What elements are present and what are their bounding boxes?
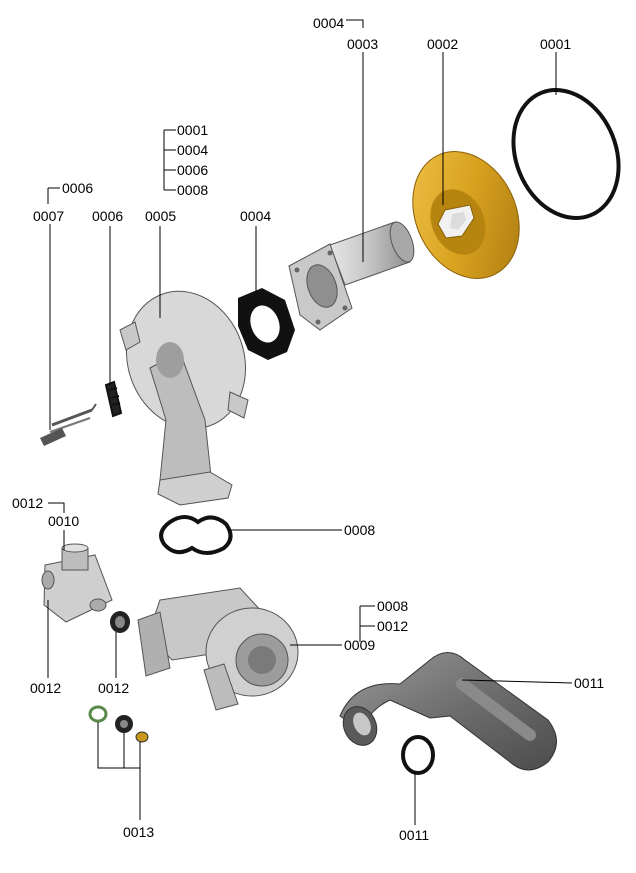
label-0003: 0003 [347,36,378,52]
valve-nut-drawing [110,611,130,633]
label-0012-fan: 0012 [377,618,408,634]
label-0005: 0005 [145,208,176,224]
label-0002: 0002 [427,36,458,52]
label-0012-valve-bottom: 0012 [30,680,61,696]
flue-pipe-drawing [339,652,557,771]
venturi-seal-drawing [159,515,233,555]
label-0012-valve-top: 0012 [12,495,43,511]
label-0004-top: 0004 [313,15,344,31]
large-seal-ring-drawing [511,88,621,220]
fan-drawing [137,587,299,711]
label-0008-fan: 0008 [377,598,408,614]
label-0008-seal: 0008 [344,522,375,538]
ignition-electrode-drawing [40,403,97,446]
label-0004-gasket: 0004 [240,208,271,224]
gas-valve-drawing [41,543,113,623]
electrode-clip-drawing [104,380,123,418]
label-0006-clip: 0006 [92,208,123,224]
label-0011-pipe: 0011 [574,675,604,691]
gold-flange-drawing [412,151,520,279]
label-0011-ring: 0011 [399,827,429,843]
leader-lines [47,19,573,825]
burner-tube-drawing [288,221,415,331]
label-0009: 0009 [344,637,375,653]
label-0013: 0013 [123,824,154,840]
pipe-seal-ring-drawing [401,735,435,775]
small-parts-kit-drawing [88,705,149,743]
label-0006-flange: 0006 [177,162,208,178]
burner-door-drawing [119,290,249,506]
label-0008-flange: 0008 [177,182,208,198]
label-0007: 0007 [33,208,64,224]
label-0012-nut: 0012 [98,680,129,696]
label-0001-ring: 0001 [540,36,571,52]
flat-gasket-drawing [238,288,295,360]
label-0001-flange: 0001 [177,122,208,138]
label-0010: 0010 [48,513,79,529]
label-0006-electrode: 0006 [62,180,93,196]
label-0004-flange: 0004 [177,142,208,158]
